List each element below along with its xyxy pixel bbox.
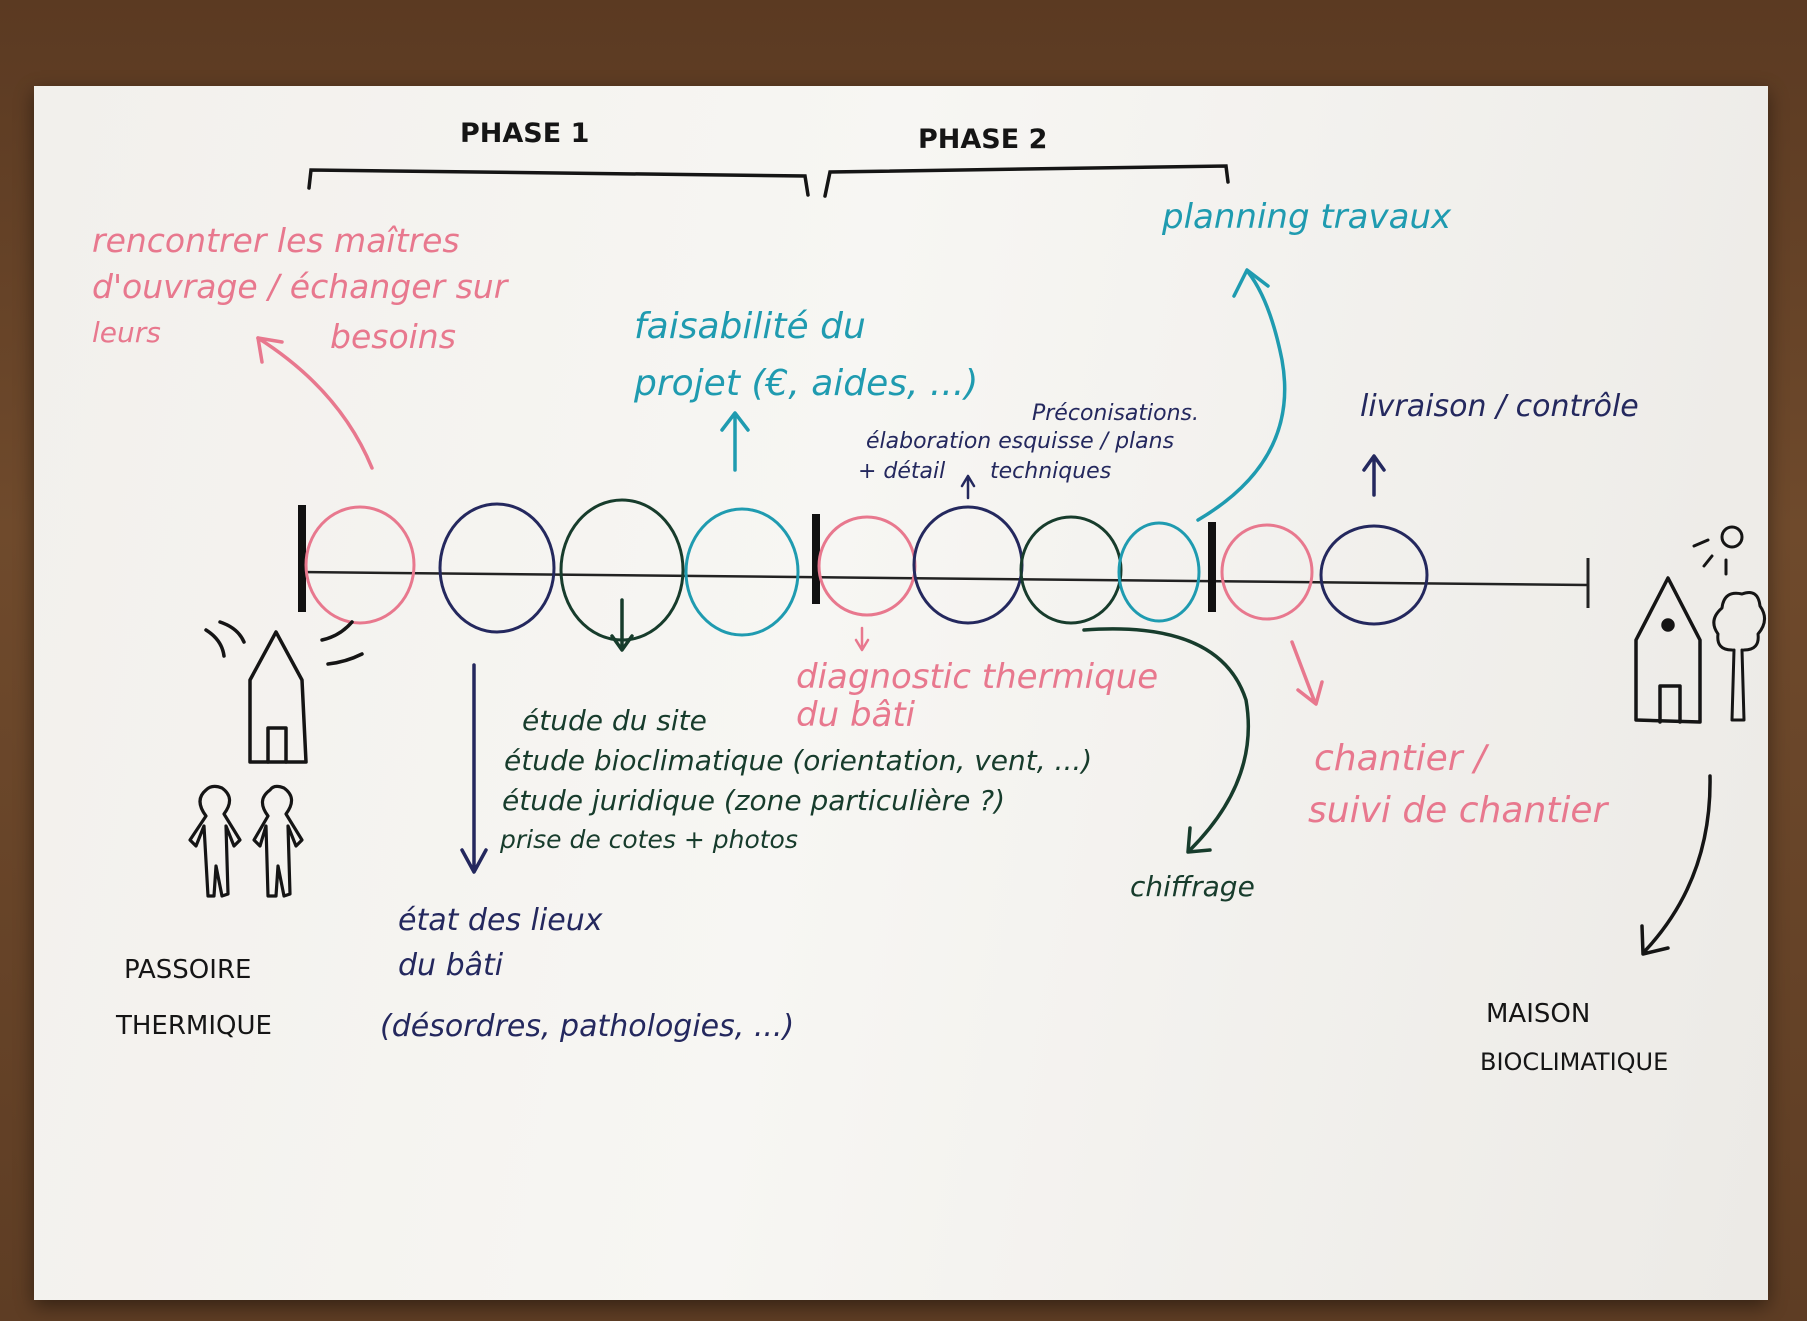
label-livraison: livraison / contrôle (1360, 389, 1639, 424)
timeline-step-circle (684, 507, 800, 637)
arrow-rencontrer (256, 336, 374, 470)
arrow-etude (610, 598, 634, 652)
house-cold-icon (204, 620, 364, 764)
timeline-step-circle (1220, 523, 1314, 621)
people-icon (188, 784, 304, 898)
arrow-chiffrage-head (1186, 826, 1212, 854)
timeline-step-circle (1319, 524, 1429, 626)
timeline-step-circle (1117, 521, 1201, 623)
label-maison-1: MAISON (1486, 999, 1590, 1029)
timeline-axis (299, 570, 1589, 587)
arrow-chiffrage (1082, 627, 1251, 852)
label-rencontrer-3b: besoins (330, 317, 456, 356)
arrow-diagnostic (854, 626, 870, 652)
label-maison-2: BIOCLIMATIQUE (1480, 1048, 1668, 1076)
arrow-rencontrer-head (256, 336, 284, 364)
label-preconisations: Préconisations. (1032, 401, 1199, 426)
arrow-planning (1196, 270, 1287, 522)
arrow-elaboration (960, 474, 976, 500)
label-rencontrer-2: d'ouvrage / échanger sur (92, 267, 510, 306)
label-rencontrer-1: rencontrer les maîtres (92, 221, 460, 260)
label-etat-1: état des lieux (398, 903, 603, 938)
timeline-step-circle (438, 502, 556, 634)
phase1-label: PHASE 1 (460, 118, 589, 149)
label-chantier-2: suivi de chantier (1308, 790, 1610, 831)
label-elaboration-1: élaboration esquisse / plans (866, 429, 1174, 454)
label-passoire-2: THERMIQUE (115, 1011, 272, 1041)
label-rencontrer-3a: leurs (92, 316, 161, 349)
timeline-step-circle (912, 505, 1024, 625)
label-faisabilite-2: projet (€, aides, ...) (633, 363, 978, 404)
label-diagnostic-2: du bâti (796, 695, 916, 735)
phase1-bracket (307, 168, 810, 197)
label-etude-4: prise de cotes + photos (499, 825, 798, 854)
paper-sheet (34, 86, 1768, 1300)
label-chantier-1: chantier / (1314, 738, 1490, 779)
label-etat-3: (désordres, pathologies, ...) (380, 1009, 794, 1044)
label-chiffrage: chiffrage (1130, 870, 1255, 903)
label-etat-2: du bâti (398, 948, 504, 983)
arrow-etat (460, 663, 488, 874)
arrow-faisabilite (720, 411, 750, 472)
arrow-maison (1640, 774, 1712, 956)
label-elaboration-2a: + détail (858, 459, 945, 484)
label-planning: planning travaux (1161, 197, 1452, 237)
timeline-step-circle (1019, 515, 1123, 625)
sun-icon (1692, 525, 1744, 576)
label-diagnostic-1: diagnostic thermique (796, 657, 1158, 697)
house-sun-icon (1634, 576, 1702, 724)
phase2-bracket (823, 164, 1230, 198)
label-etude-3: étude juridique (zone particulière ?) (502, 784, 1005, 817)
label-passoire-1: PASSOIRE (124, 955, 251, 985)
arrow-chantier (1290, 640, 1324, 706)
label-etude-2: étude bioclimatique (orientation, vent, … (504, 744, 1092, 777)
label-faisabilite-1: faisabilité du (634, 306, 866, 347)
label-elaboration-2b: techniques (990, 459, 1111, 484)
phase2-label: PHASE 2 (918, 124, 1047, 155)
label-etude-1: étude du site (522, 704, 707, 737)
arrow-planning-head (1232, 268, 1270, 298)
tree-icon (1712, 591, 1766, 722)
timeline-step-circle (304, 505, 416, 625)
arrow-livraison (1362, 454, 1386, 497)
timeline-step-circle (817, 515, 917, 617)
timeline-circles (304, 498, 1429, 642)
